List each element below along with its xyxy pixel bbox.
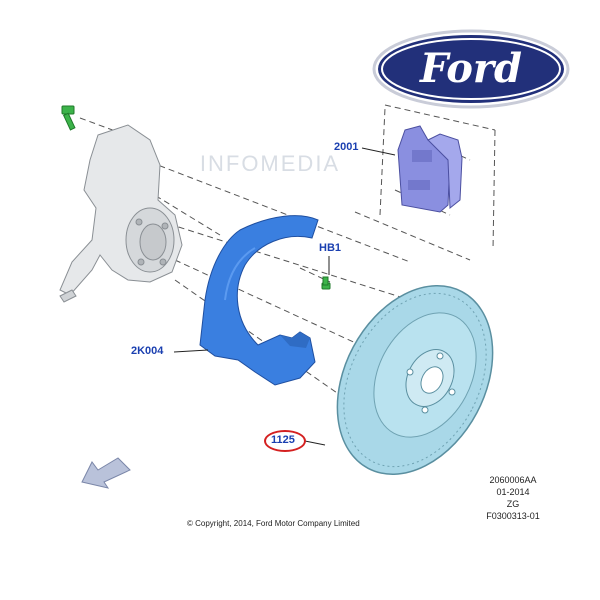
meta-line-4: F0300313-01 (486, 511, 540, 521)
knuckle-bolt (61, 105, 76, 131)
shield-bolt (321, 276, 331, 290)
diagram-meta: 2060006AA 01-2014 ZG F0300313-01 (478, 474, 548, 522)
steering-knuckle (59, 124, 183, 303)
watermark: INFOMEDIA (200, 151, 340, 176)
highlight-ring (264, 430, 306, 452)
callout-bolt: HB1 (319, 242, 342, 254)
meta-line-1: 2060006AA (489, 475, 537, 485)
callout-leaders (173, 147, 396, 446)
arrow-down-left-icon (81, 457, 131, 489)
brake-pads (397, 125, 463, 213)
copyright-notice: © Copyright, 2014, Ford Motor Company Li… (187, 519, 360, 528)
meta-line-3: ZG (506, 499, 520, 509)
ford-logo: Ford (372, 29, 570, 109)
meta-line-2: 01-2014 (496, 487, 530, 497)
callout-brake-pads: 2001 (334, 141, 359, 153)
svg-text:Ford: Ford (419, 45, 522, 92)
splash-shield (199, 215, 319, 386)
brake-disc (336, 285, 494, 475)
callout-splash-shield: 2K004 (131, 345, 164, 357)
